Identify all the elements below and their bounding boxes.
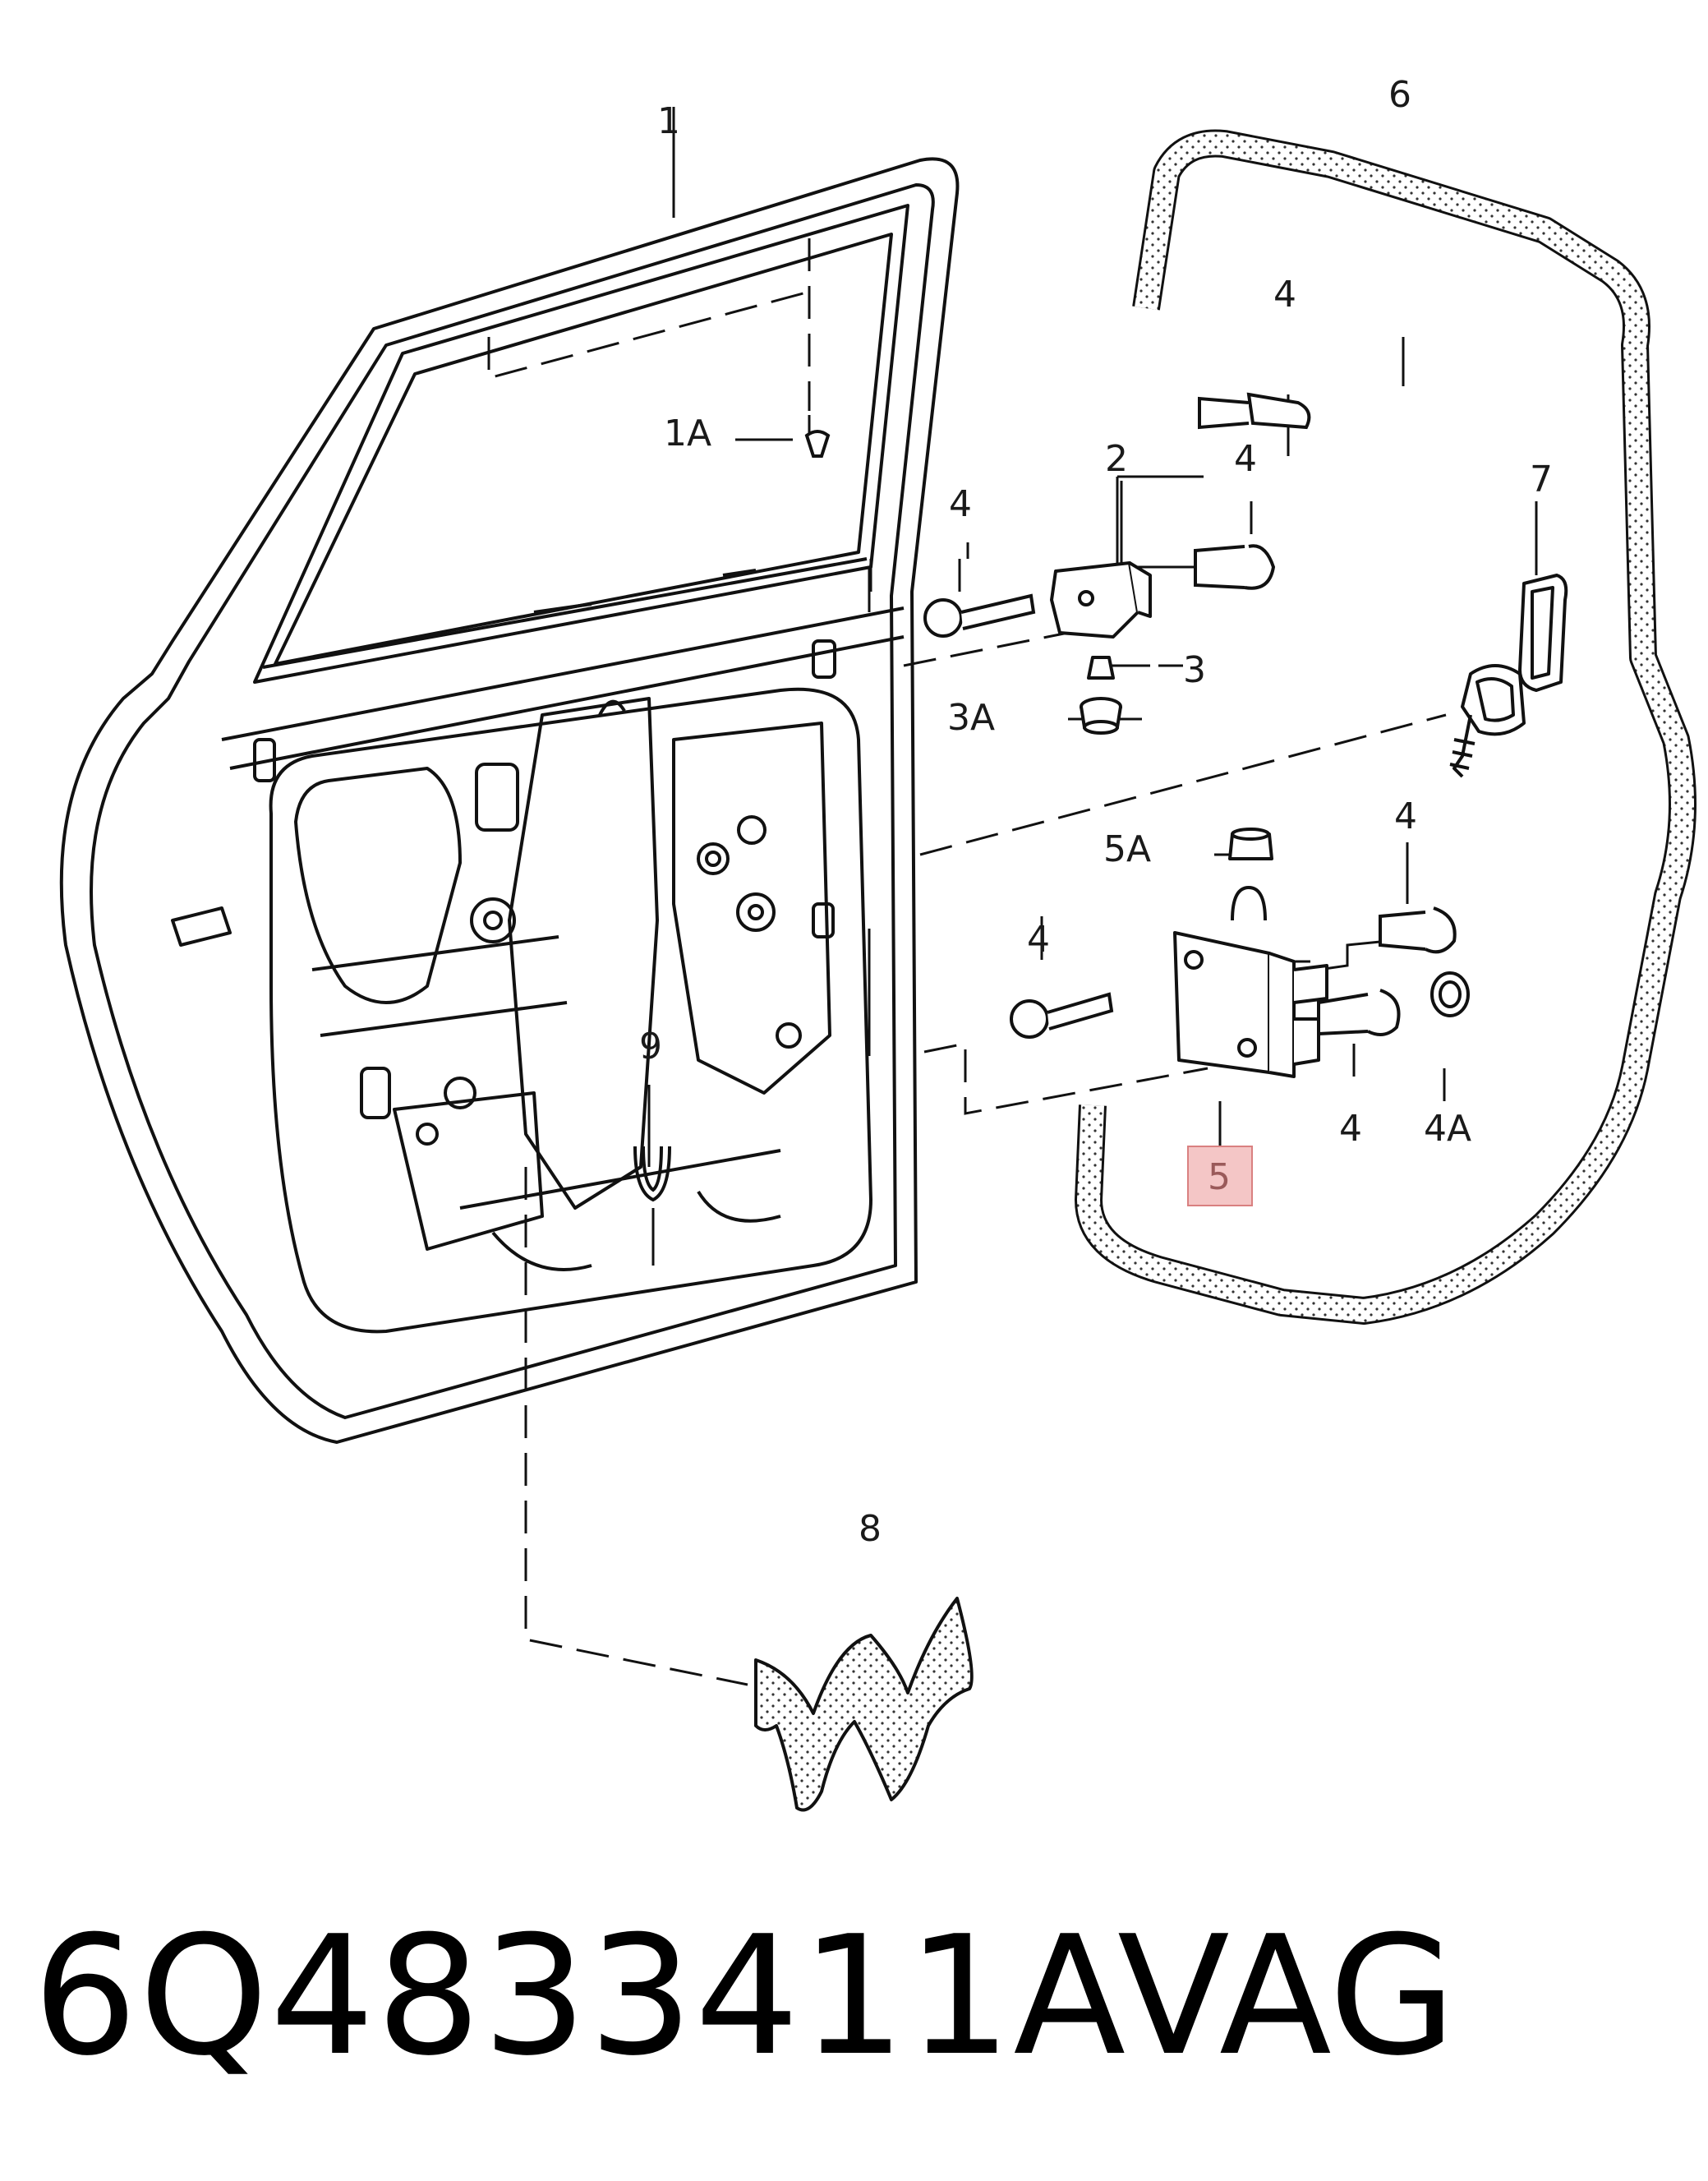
callout-4e: 4 <box>1027 919 1050 961</box>
callout-3A: 3A <box>947 697 995 739</box>
callout-4A: 4A <box>1424 1108 1471 1150</box>
callout-1A: 1A <box>664 413 711 454</box>
callout-9: 9 <box>639 1026 662 1067</box>
callout-7: 7 <box>1530 459 1553 500</box>
exploded-parts-diagram: 1 1A 2 3 3A 4 4 4 4 4 4 4A 5A 6 7 8 9 5 <box>59 74 1696 1812</box>
callout-6: 6 <box>1388 74 1411 116</box>
leader-lines <box>487 107 1538 1686</box>
door-buffer <box>1449 574 1568 778</box>
callout-3: 3 <box>1183 649 1206 691</box>
retaining-clip <box>633 1146 671 1202</box>
part-number: 6Q4833411A <box>33 1901 1128 2092</box>
door-hinge <box>1173 828 1328 1078</box>
callout-5A: 5A <box>1103 828 1151 870</box>
sealing-pad <box>754 1597 974 1812</box>
striker-bracket <box>1050 561 1152 680</box>
callout-5-highlight <box>1187 1146 1253 1206</box>
callout-4c: 4 <box>949 483 972 525</box>
door-seal <box>1075 129 1696 1325</box>
bush <box>1080 697 1122 735</box>
brand-name: VAG <box>1117 1901 1457 2092</box>
callout-8: 8 <box>859 1508 882 1550</box>
door-shell <box>59 157 960 1444</box>
callout-4d: 4 <box>1394 795 1417 837</box>
callout-labels: 1 1A 2 3 3A 4 4 4 4 4 4 4A 5A 6 7 8 9 5 <box>639 74 1553 1550</box>
callout-1: 1 <box>657 100 680 142</box>
callout-5: 5 <box>1208 1156 1231 1198</box>
callout-2: 2 <box>1105 438 1128 480</box>
callout-4a: 4 <box>1273 274 1296 316</box>
callout-4b: 4 <box>1234 438 1257 480</box>
bolt-set <box>923 392 1470 1039</box>
plastic-clip <box>804 430 831 458</box>
callout-4f: 4 <box>1339 1108 1362 1150</box>
